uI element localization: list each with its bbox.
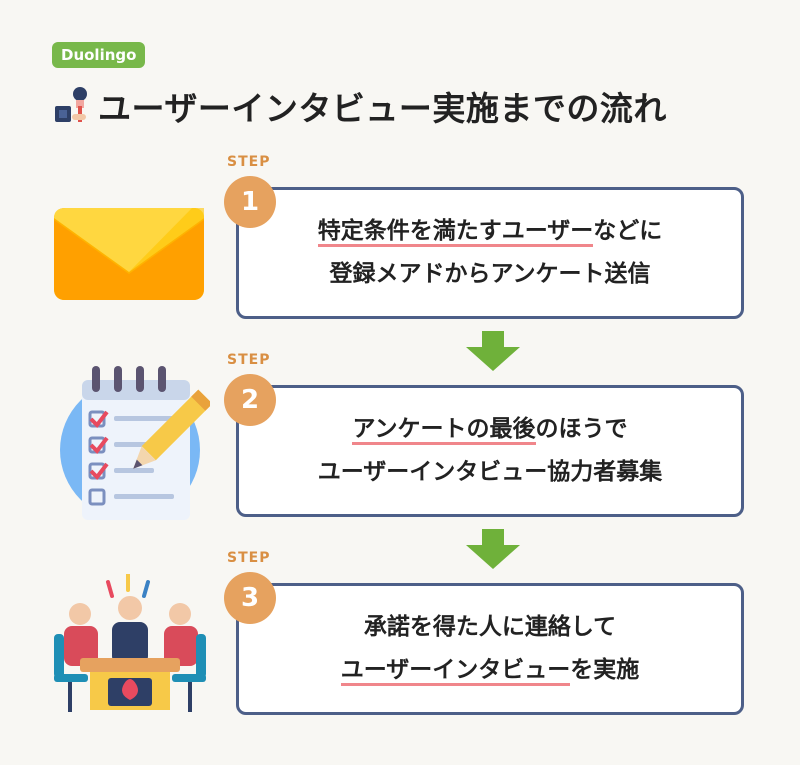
page-title: ユーザーインタビュー実施までの流れ <box>98 89 667 128</box>
arrow-down-icon <box>466 529 520 569</box>
arrow-down-icon <box>466 331 520 371</box>
step-3-highlight: ユーザーインタビュー <box>340 657 571 686</box>
checklist-pencil-icon <box>60 366 210 520</box>
step-card-1: 特定条件を満たすユーザーなどに 登録メアドからアンケート送信 <box>236 187 744 319</box>
envelope-icon <box>54 208 204 300</box>
step-3-line-2: ユーザーインタビューを実施 <box>340 649 640 692</box>
meeting-table-icon <box>54 574 206 712</box>
step-2-line-1-rest: のほうで <box>535 416 628 443</box>
step-1-highlight: 特定条件を満たすユーザー <box>317 218 594 248</box>
step-2-line-1: アンケートの最後のほうで <box>352 408 628 451</box>
step-3-line-2-rest: を実施 <box>570 657 640 683</box>
step-2-line-2: ユーザーインタビュー協力者募集 <box>317 459 663 485</box>
step-number-3: 3 <box>224 572 276 624</box>
title-row: ユーザーインタビュー実施までの流れ <box>52 82 667 130</box>
step-card-3: 承諾を得た人に連絡して ユーザーインタビューを実施 <box>236 583 744 715</box>
step-label-1: STEP <box>227 154 271 170</box>
step-card-2: アンケートの最後のほうで ユーザーインタビュー協力者募集 <box>236 385 744 517</box>
step-3-line-1: 承諾を得た人に連絡して <box>363 614 617 641</box>
step-label-2: STEP <box>227 352 271 368</box>
step-label-3: STEP <box>227 550 271 566</box>
step-1-line-2: 登録メアドからアンケート送信 <box>329 261 651 287</box>
step-number-1: 1 <box>224 176 276 228</box>
step-number-2: 2 <box>224 374 276 426</box>
step-2-highlight: アンケートの最後 <box>352 416 536 446</box>
brand-badge: Duolingo <box>52 42 146 68</box>
step-1-line-1: 特定条件を満たすユーザーなどに <box>317 210 663 253</box>
microphone-interview-icon <box>55 87 87 122</box>
step-1-line-1-rest: などに <box>593 218 663 245</box>
